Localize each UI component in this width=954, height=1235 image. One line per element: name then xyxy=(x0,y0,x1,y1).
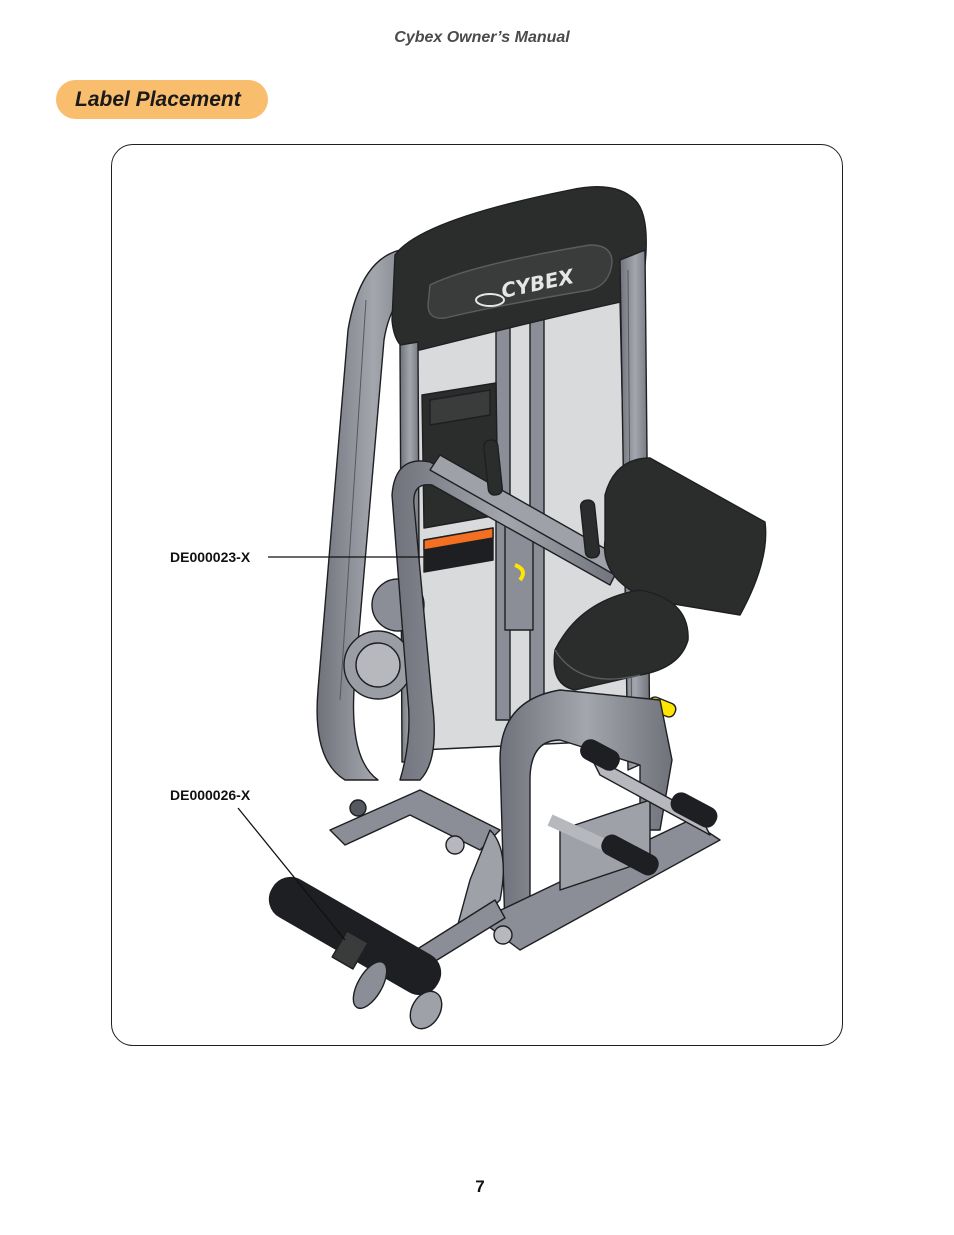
callout-label-de000026: DE000026-X xyxy=(170,787,251,803)
callout-label-de000023: DE000023-X xyxy=(170,549,251,565)
page-number: 7 xyxy=(475,1177,485,1196)
figure-frame xyxy=(111,144,843,1046)
section-title-label-placement: Label Placement xyxy=(56,80,268,119)
manual-header: Cybex Owner’s Manual xyxy=(394,29,570,46)
callout-leader-de000026 xyxy=(237,807,346,941)
